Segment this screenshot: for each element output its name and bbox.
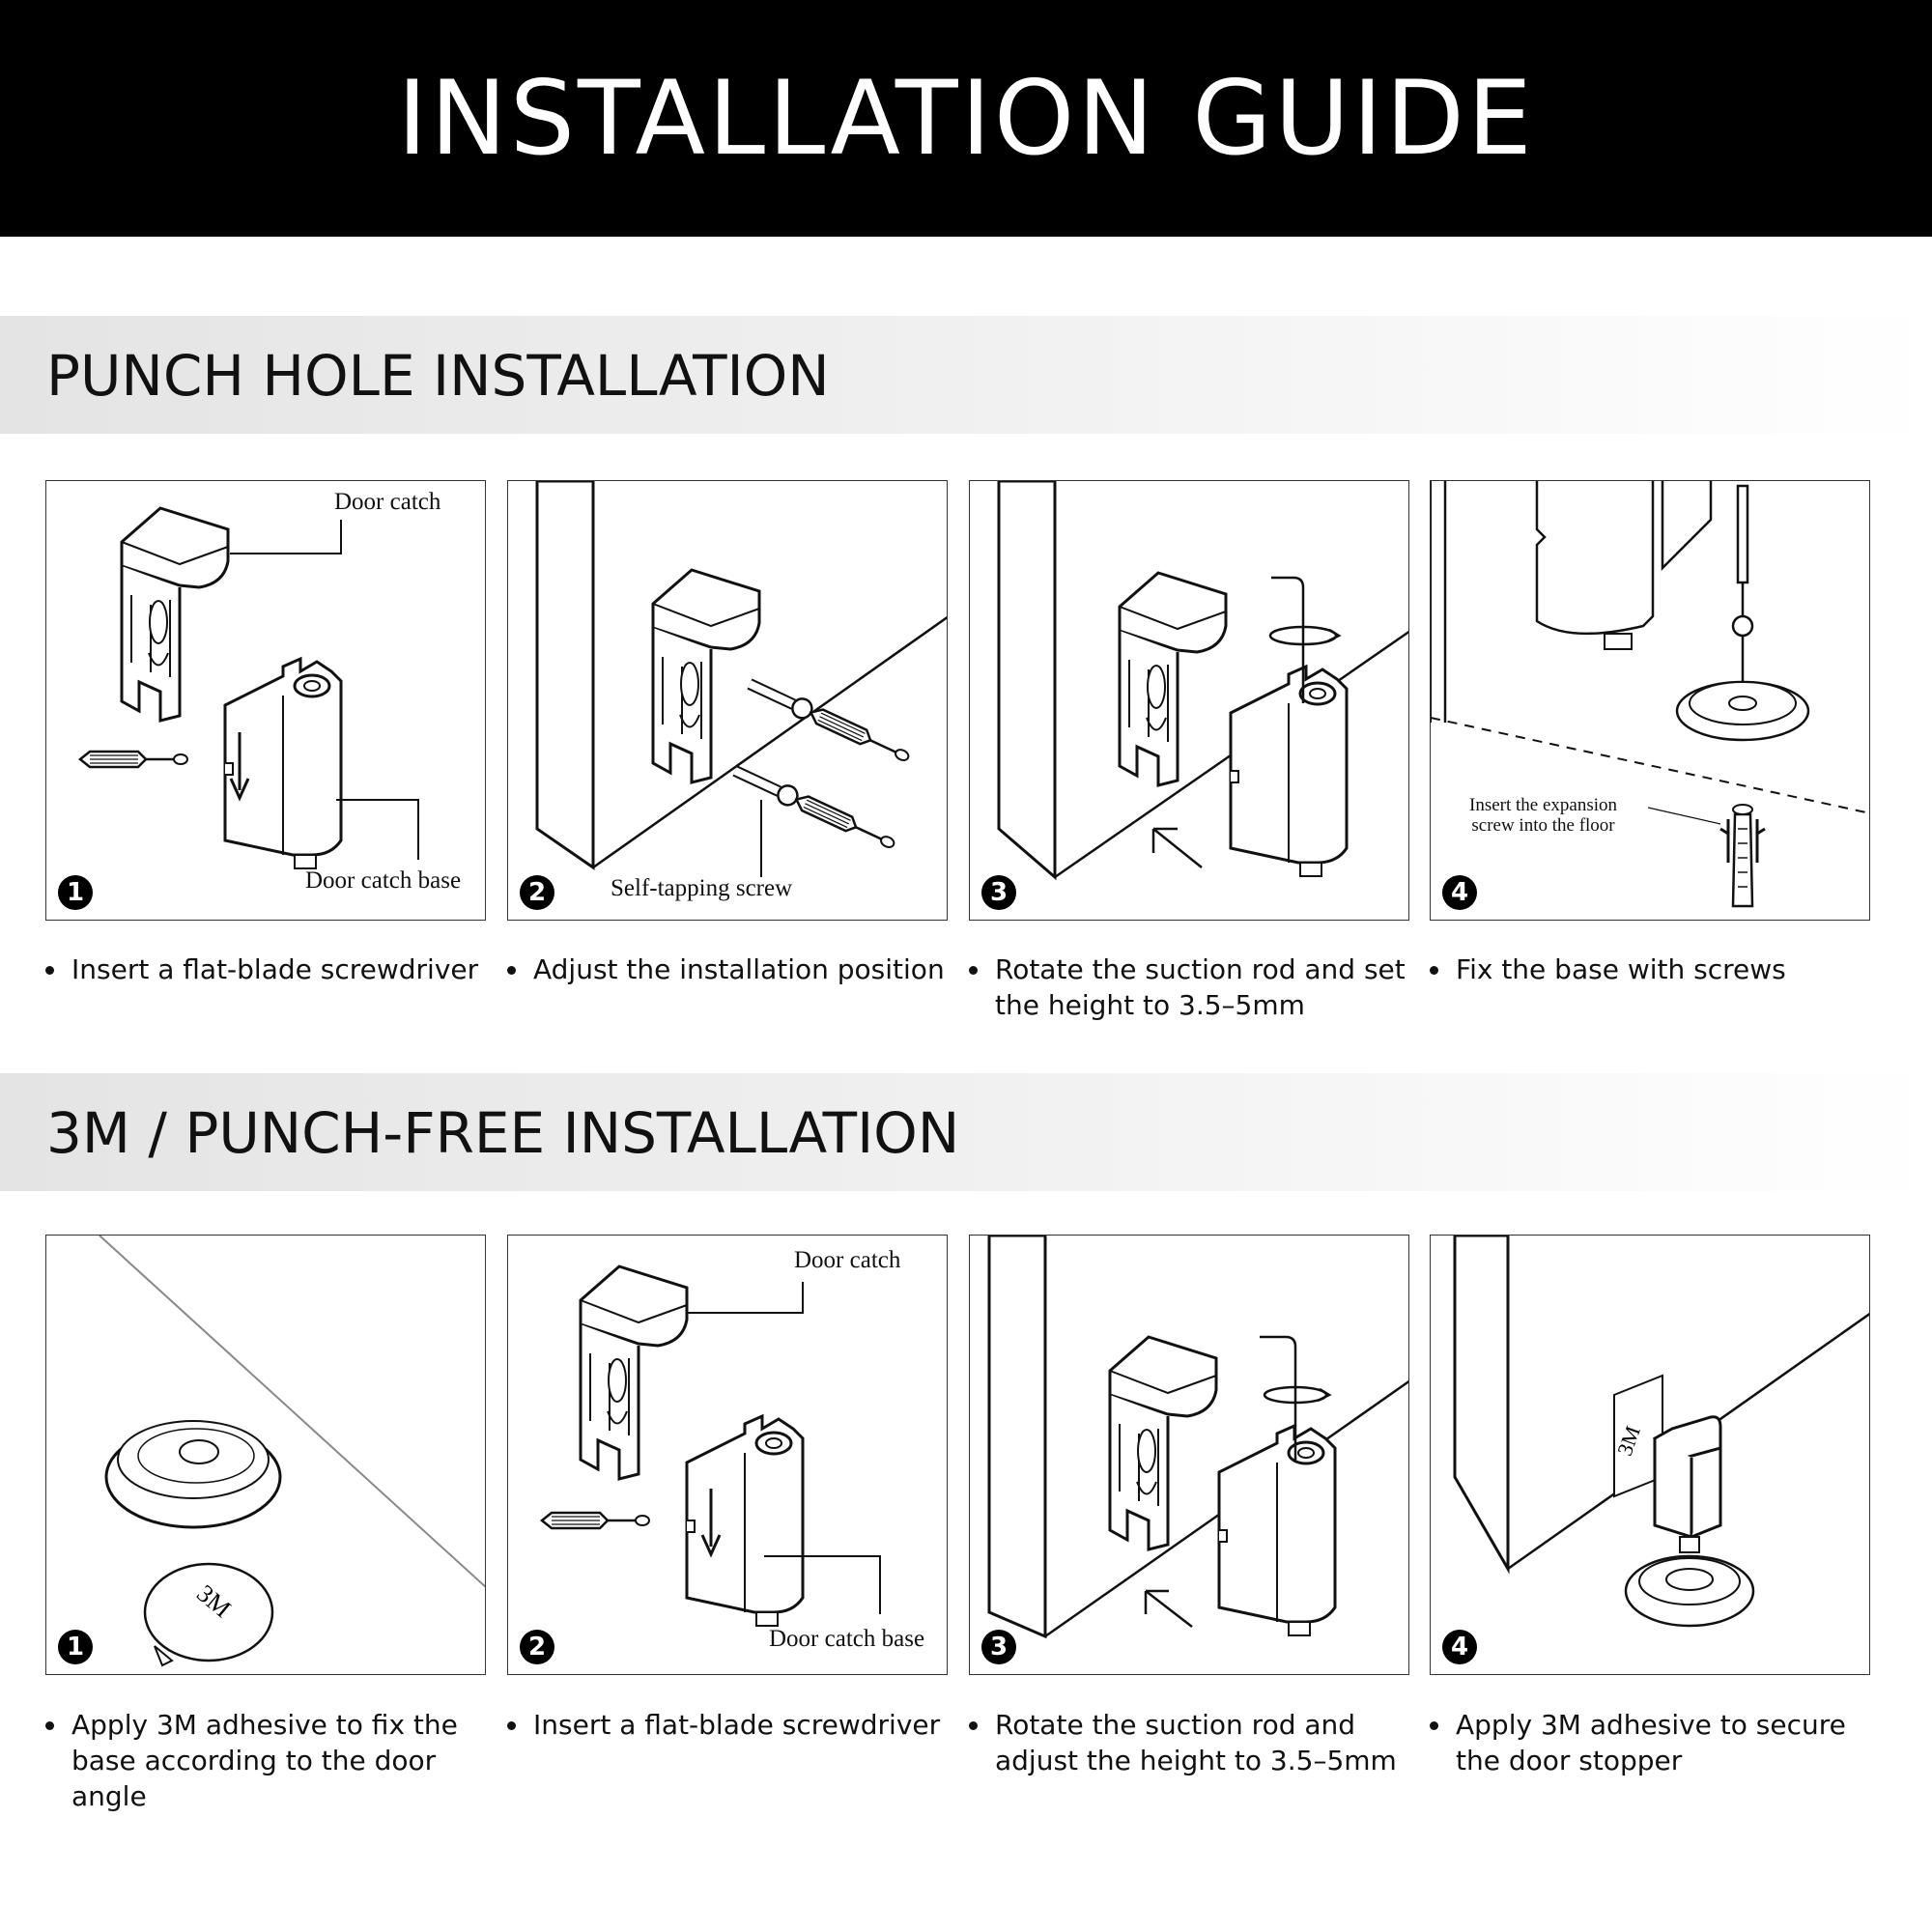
label-door-catch: Door catch [334, 489, 441, 515]
step-number-badge: 2 [520, 875, 554, 910]
step-number-badge: 1 [58, 1630, 93, 1664]
step-number-badge: 3 [981, 1630, 1016, 1664]
section-heading: 3M / PUNCH-FREE INSTALLATION [46, 1100, 960, 1166]
label-door-catch-base: Door catch base [769, 1626, 925, 1652]
step-caption: Insert a flat-blade screwdriver [507, 1707, 961, 1743]
door-catch-exploded-illustration [78, 506, 419, 870]
rotate-suction-rod-illustration [997, 481, 1408, 881]
step-caption: Apply 3M adhesive to fix the base accord… [45, 1707, 499, 1814]
step-panel-1-1: Door catch Door catch base 1 [45, 480, 486, 921]
step-panel-2-1: 3M 1 [45, 1235, 486, 1675]
caption-text: Fix the base with screws [1456, 953, 1786, 985]
caption-text: Insert a flat-blade screwdriver [71, 953, 479, 985]
fix-base-with-screws-illustration [1431, 481, 1869, 908]
step-caption: Adjust the installation position [507, 952, 961, 987]
door-catch-exploded-illustration [540, 1264, 881, 1628]
step-panel-2-2: Door catch Door catch base 2 [507, 1235, 948, 1675]
caption-text: Apply 3M adhesive to secure the door sto… [1456, 1709, 1846, 1776]
page-title: INSTALLATION GUIDE [397, 59, 1535, 178]
caption-text: Rotate the suction rod and adjust the he… [995, 1709, 1397, 1776]
step-caption: Fix the base with screws [1430, 952, 1884, 987]
section-header-punch-free: 3M / PUNCH-FREE INSTALLATION [0, 1073, 1932, 1191]
step-panel-1-3: 3 [969, 480, 1409, 921]
step-caption: Apply 3M adhesive to secure the door sto… [1430, 1707, 1884, 1778]
door-mount-screw-illustration [535, 481, 947, 877]
caption-text: Adjust the installation position [533, 953, 945, 985]
label-door-catch-base: Door catch base [305, 867, 462, 894]
adhesive-door-stopper-illustration: 3M [1453, 1236, 1869, 1628]
step-panel-1-2: Self-tapping screw 2 [507, 480, 948, 921]
adhesive-base-illustration: 3M [99, 1236, 485, 1667]
step-panel-2-3: 3 [969, 1235, 1409, 1675]
step-number-badge: 2 [520, 1630, 554, 1664]
caption-text: Insert a flat-blade screwdriver [533, 1709, 941, 1741]
step-caption: Insert a flat-blade screwdriver [45, 952, 499, 987]
caption-text: Rotate the suction rod and set the heigh… [995, 953, 1406, 1021]
label-self-tapping-screw: Self-tapping screw [611, 875, 793, 901]
caption-text: Apply 3M adhesive to fix the base accord… [71, 1709, 458, 1812]
step-caption: Rotate the suction rod and adjust the he… [969, 1707, 1423, 1778]
step-number-badge: 4 [1442, 1630, 1477, 1664]
step-number-badge: 1 [58, 875, 93, 910]
rotate-suction-rod-illustration [987, 1236, 1408, 1639]
label-door-catch: Door catch [794, 1247, 901, 1273]
step-number-badge: 4 [1442, 875, 1477, 910]
section-heading: PUNCH HOLE INSTALLATION [46, 343, 830, 409]
section-header-punch-hole: PUNCH HOLE INSTALLATION [0, 316, 1932, 434]
step-number-badge: 3 [981, 875, 1016, 910]
title-bar: INSTALLATION GUIDE [0, 0, 1932, 237]
step-panel-2-4: 3M 4 [1430, 1235, 1870, 1675]
step-caption: Rotate the suction rod and set the heigh… [969, 952, 1423, 1023]
